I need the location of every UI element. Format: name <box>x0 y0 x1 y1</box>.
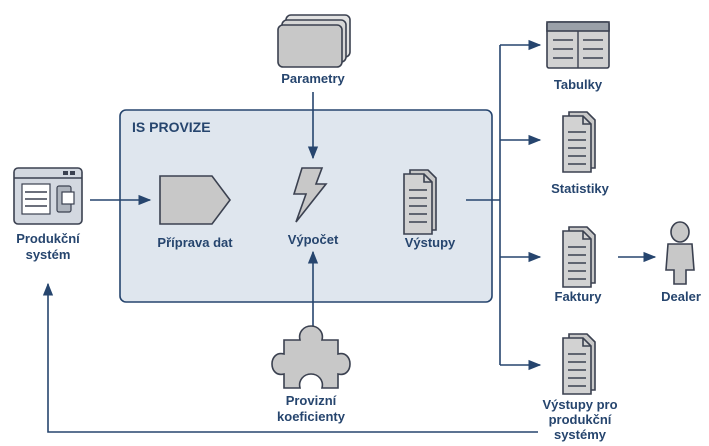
faktury-label: Faktury <box>555 289 603 304</box>
parametry-label: Parametry <box>281 71 345 86</box>
tabulky-label: Tabulky <box>554 77 603 92</box>
lightning-bolt-icon <box>292 167 328 223</box>
dealer-label: Dealer <box>661 289 701 304</box>
vypocet-label: Výpočet <box>288 232 339 247</box>
document-icon <box>562 226 596 288</box>
puzzle-piece-icon <box>271 325 351 389</box>
card-stack-icon <box>277 14 351 68</box>
vystupy-pro-label-2: produkční <box>549 412 612 427</box>
edge-feedback-to-produkcni <box>42 282 538 433</box>
document-icon <box>562 333 596 395</box>
produkcni-system-label-2: systém <box>26 247 71 262</box>
priprava-dat-label: Příprava dat <box>157 235 233 250</box>
vystupy-pro-label-1: Výstupy pro <box>542 397 617 412</box>
statistiky-label: Statistiky <box>551 181 610 196</box>
pentagon-tag-icon <box>159 175 231 225</box>
table-icon <box>546 21 610 69</box>
is-provize-title: IS PROVIZE <box>132 119 211 135</box>
produkcni-system-label-1: Produkční <box>16 231 80 246</box>
person-icon <box>665 221 695 285</box>
document-icon <box>403 169 437 235</box>
document-icon <box>562 111 596 173</box>
provizni-koeficienty-label-2: koeficienty <box>277 409 346 424</box>
vystupy-pro-label-3: systémy <box>554 427 607 442</box>
vystupy-label: Výstupy <box>405 235 456 250</box>
application-window-icon <box>13 167 83 225</box>
provizni-koeficienty-label-1: Provizní <box>286 393 337 408</box>
